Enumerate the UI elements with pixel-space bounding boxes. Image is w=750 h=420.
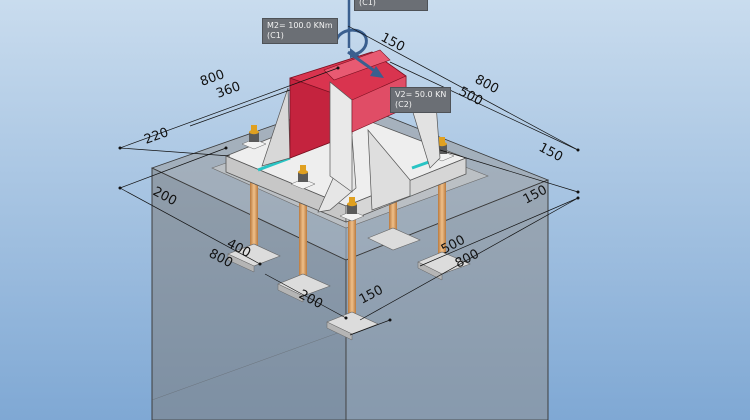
stiffener-plates: [261, 87, 441, 213]
shear-load-case: (C2): [395, 100, 412, 109]
anchor-base-plates: [227, 227, 471, 341]
shear-load-arrow: [347, 50, 384, 78]
top-load-tag: (C1): [354, 0, 428, 11]
dimension-lines: [119, 25, 579, 336]
shear-load-tag: V2= 50.0 KN (C2): [390, 87, 452, 113]
moment-load-value: M2= 100.0 KNm: [267, 21, 333, 30]
steel-column-section: [289, 49, 407, 193]
moment-load-case: (C1): [267, 31, 284, 40]
top-load-case: (C1): [359, 0, 376, 7]
anchor-rods: [250, 160, 446, 317]
shear-load-value: V2= 50.0 KN: [395, 90, 447, 99]
moment-load-tag: M2= 100.0 KNm (C1): [262, 18, 338, 44]
dimension-ticks: [118, 66, 580, 322]
